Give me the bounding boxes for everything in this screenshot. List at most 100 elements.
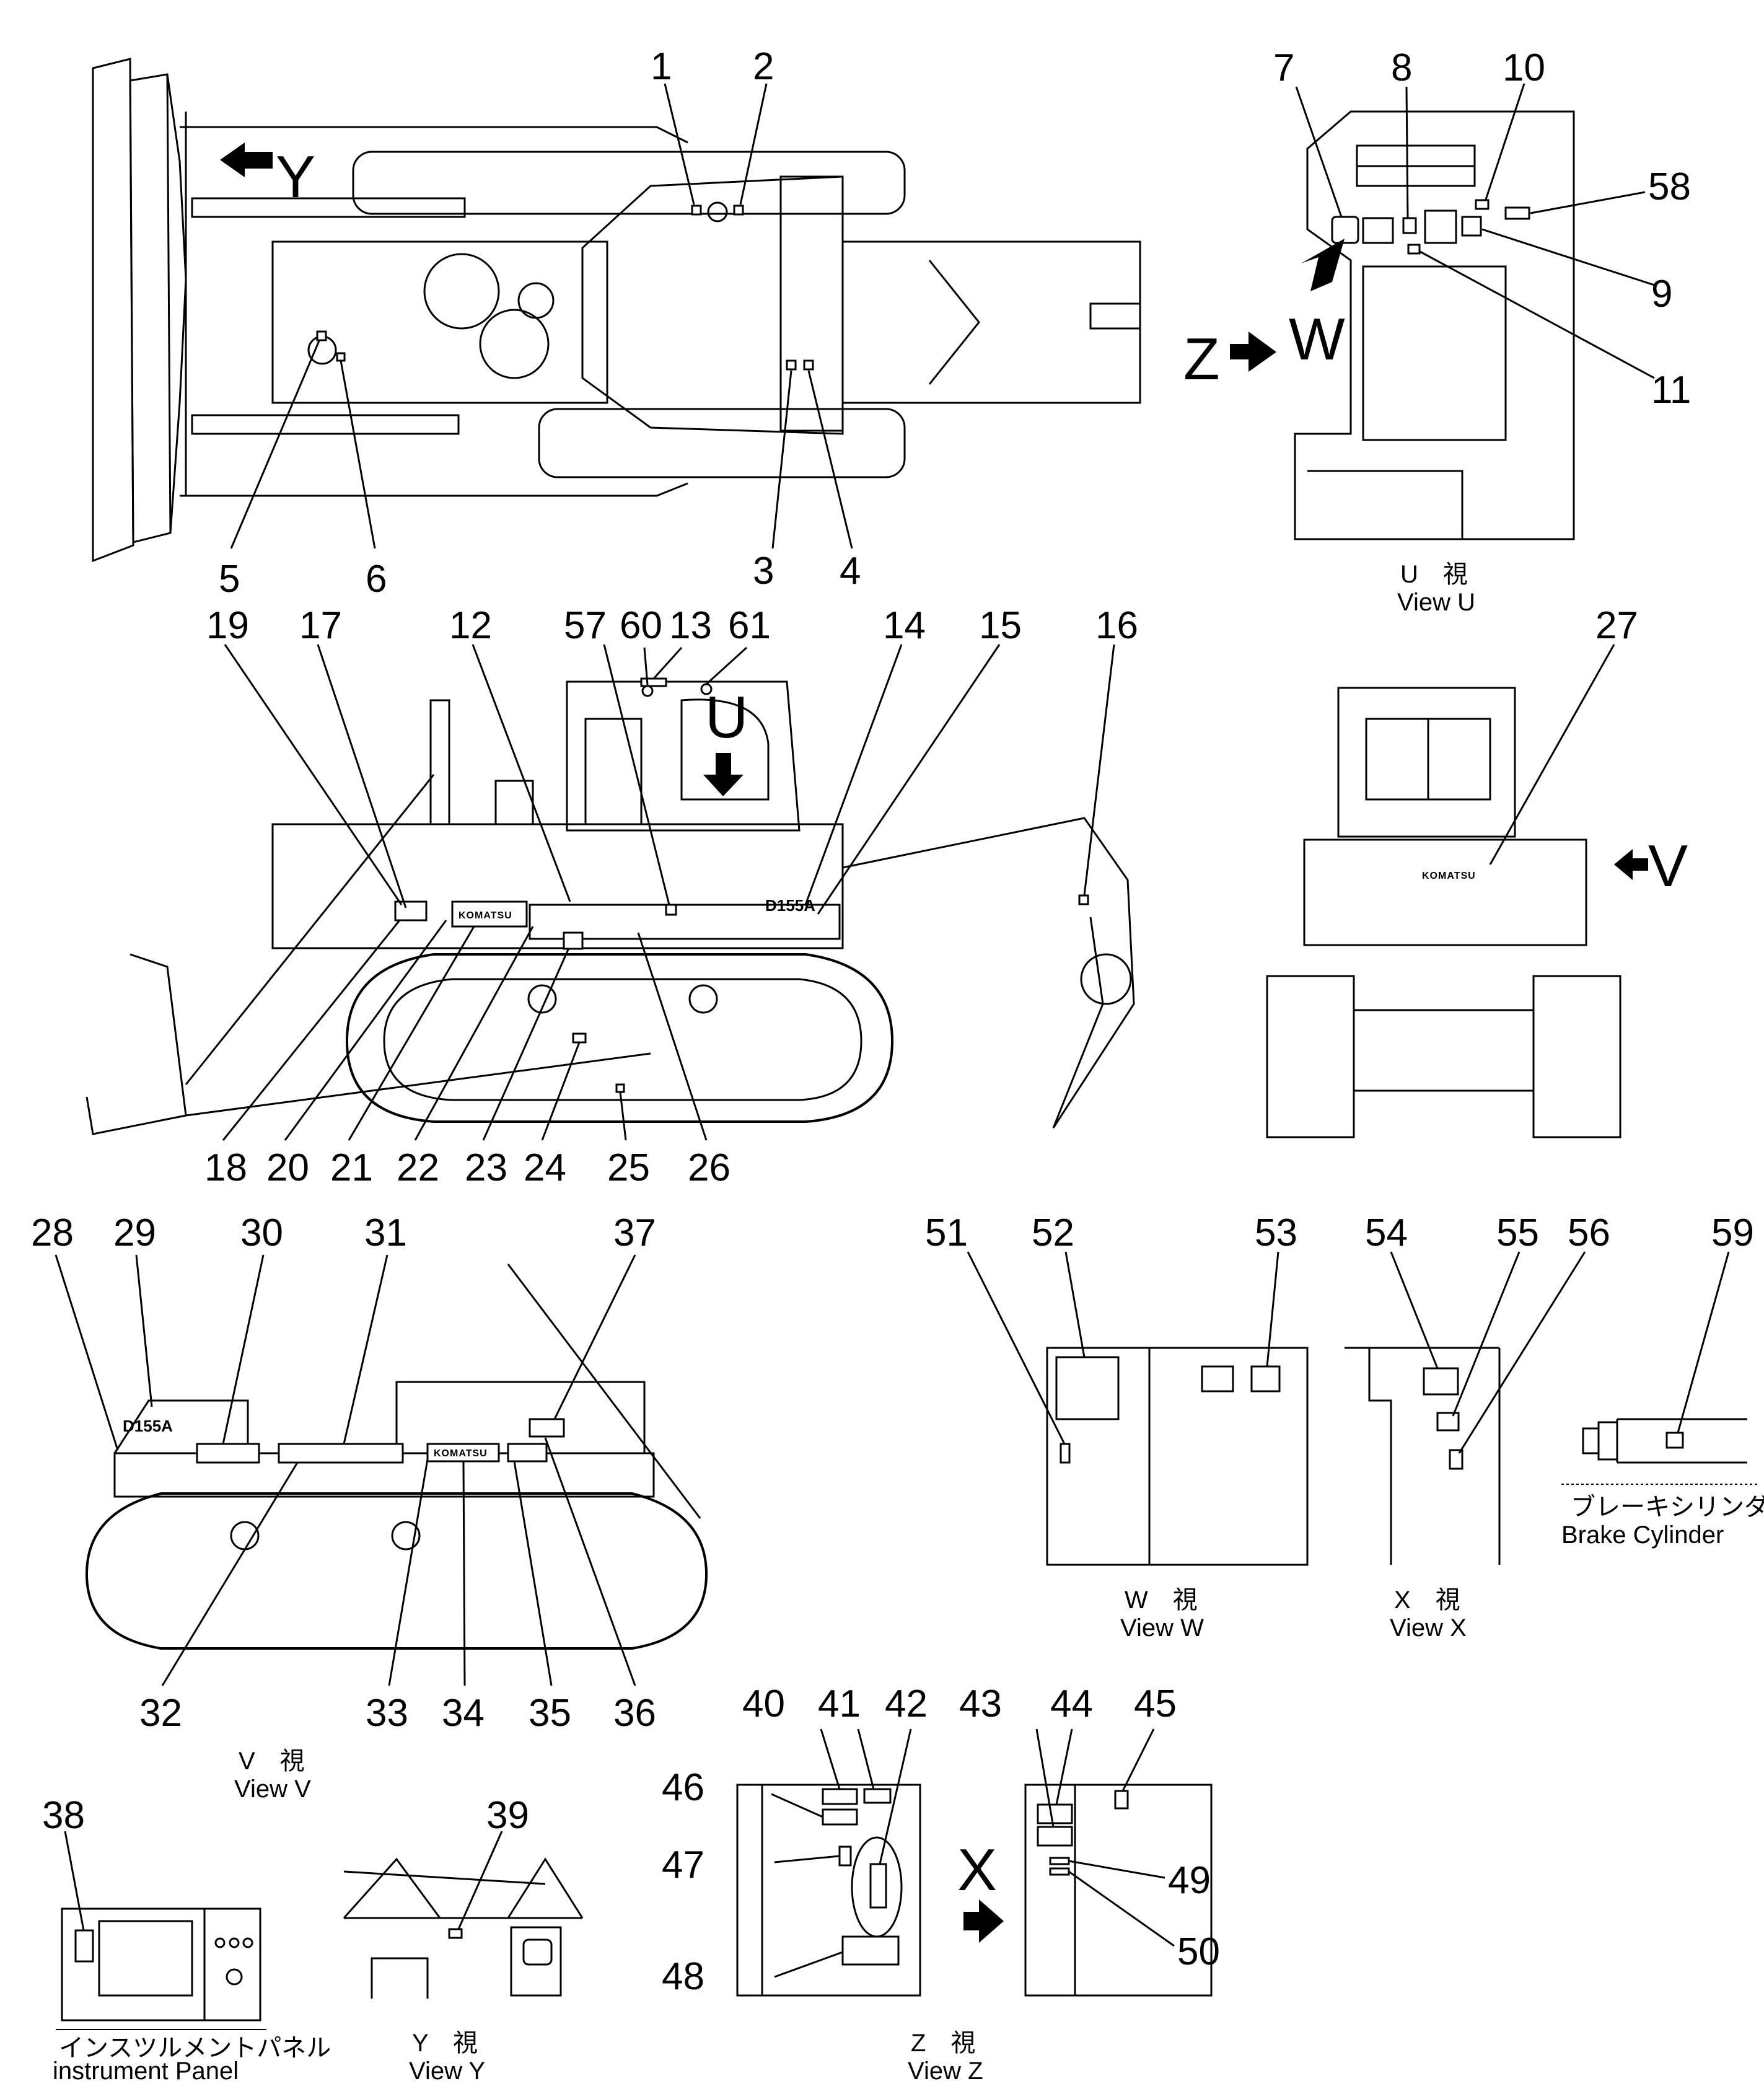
view-y-bracket (371, 1957, 429, 1999)
fender (529, 904, 841, 940)
decal-55 (1436, 1412, 1460, 1432)
callout-60: 60 (620, 604, 662, 647)
decal-39 (448, 1928, 463, 1939)
leader-18 (222, 920, 401, 1141)
leader-26 (637, 932, 708, 1141)
callout-34: 34 (442, 1692, 485, 1735)
rear-view: KOMATSU V 27 (1266, 604, 1688, 1138)
decal-w-box (1201, 1365, 1234, 1392)
callout-59: 59 (1711, 1212, 1754, 1254)
rear-track-right (1532, 975, 1621, 1138)
caption-panel-en: instrument Panel (53, 2057, 239, 2081)
view-v-cylinder (507, 1264, 701, 1519)
leader-47 (774, 1855, 840, 1863)
decal-25 (615, 1083, 625, 1093)
caption-panel-jp: インスツルメントパネル (59, 2035, 331, 2062)
decal-48 (841, 1935, 900, 1966)
view-u-step (1307, 470, 1463, 539)
callout-50: 50 (1177, 1930, 1220, 1973)
lift-cylinder-top (191, 197, 466, 218)
decal-24 (572, 1032, 587, 1044)
callout-10: 10 (1503, 46, 1545, 89)
arrow-u-icon (703, 753, 744, 796)
leader-51 (967, 1251, 1066, 1445)
leader-50 (1068, 1870, 1175, 1947)
callout-35: 35 (529, 1692, 571, 1735)
callout-8: 8 (1391, 46, 1412, 89)
view-letter-y: Y (276, 144, 315, 210)
decal-13 (640, 677, 667, 687)
callout-43: 43 (959, 1683, 1002, 1725)
leader-44 (1055, 1728, 1073, 1805)
push-arm-side (185, 1052, 651, 1117)
view-z: X 46 47 48 40 41 42 43 44 45 49 50 Z 視 V… (662, 1683, 1220, 2081)
leader-57 (603, 644, 670, 905)
caption-view-u-en: View U (1397, 589, 1475, 616)
leader-10 (1485, 83, 1525, 200)
leader-32 (161, 1462, 299, 1686)
caption-view-y-jp: Y 視 (412, 2030, 478, 2057)
decal-komatsu-side (451, 900, 528, 928)
leader-2 (739, 83, 768, 205)
callout-39: 39 (486, 1794, 529, 1837)
decal-41 (863, 1788, 892, 1804)
decal-brand-v: KOMATSU (434, 1448, 488, 1459)
leader-31 (343, 1254, 388, 1445)
view-u-body (1294, 110, 1575, 540)
panel-frame (61, 1907, 261, 2022)
view-w-panel (1046, 1347, 1309, 1566)
callout-31: 31 (364, 1212, 407, 1254)
decal-59 (1665, 1432, 1684, 1449)
hood-cap-1 (423, 253, 500, 330)
decal-komatsu-v (426, 1443, 500, 1463)
callout-3: 3 (753, 550, 774, 592)
callout-51: 51 (925, 1212, 968, 1254)
decal-58 (1504, 206, 1530, 220)
leader-46 (771, 1793, 823, 1818)
callout-17: 17 (299, 604, 342, 647)
leader-16 (1083, 644, 1115, 896)
view-v-roller-2 (391, 1521, 421, 1551)
view-letter-u: U (705, 684, 748, 750)
caption-view-y-en: View Y (409, 2057, 485, 2081)
decal-60 (641, 685, 654, 697)
callout-54: 54 (1365, 1212, 1408, 1254)
leader-19 (224, 644, 403, 905)
leader-14 (804, 644, 903, 905)
decal-54 (1423, 1367, 1459, 1396)
rear-cab (1337, 687, 1516, 838)
callout-49: 49 (1168, 1859, 1211, 1902)
callout-13: 13 (669, 604, 712, 647)
leader-60 (643, 647, 649, 685)
decal-46 (822, 1808, 858, 1826)
leader-45 (1121, 1728, 1155, 1792)
engine-hood (271, 240, 608, 404)
decal-11 (1407, 244, 1421, 255)
ripper-frame (841, 240, 1141, 404)
decal-1 (691, 205, 702, 216)
leader-12 (472, 644, 571, 902)
leader-39 (457, 1831, 503, 1930)
leader-55 (1452, 1251, 1520, 1417)
leader-9 (1481, 228, 1655, 286)
callout-7: 7 (1273, 46, 1294, 89)
callout-5: 5 (219, 558, 240, 601)
callout-4: 4 (840, 550, 861, 592)
leader-61 (705, 646, 748, 685)
brake-rod-end (1582, 1427, 1600, 1454)
callout-45: 45 (1134, 1683, 1177, 1725)
decal-44 (1037, 1803, 1073, 1824)
view-w: 51 52 53 W 視 View W (925, 1212, 1309, 1642)
view-y-frame (343, 1857, 584, 1919)
leader-54 (1390, 1251, 1439, 1369)
rear-body (1303, 838, 1587, 946)
decal-40 (822, 1788, 858, 1805)
view-v-hood (395, 1381, 646, 1454)
blade-inner (129, 73, 172, 543)
leader-41 (857, 1728, 875, 1790)
ripper-link (928, 260, 980, 385)
view-v-cab-edge (113, 1399, 249, 1454)
view-y-window (522, 1938, 553, 1966)
decal-43 (1037, 1826, 1073, 1847)
